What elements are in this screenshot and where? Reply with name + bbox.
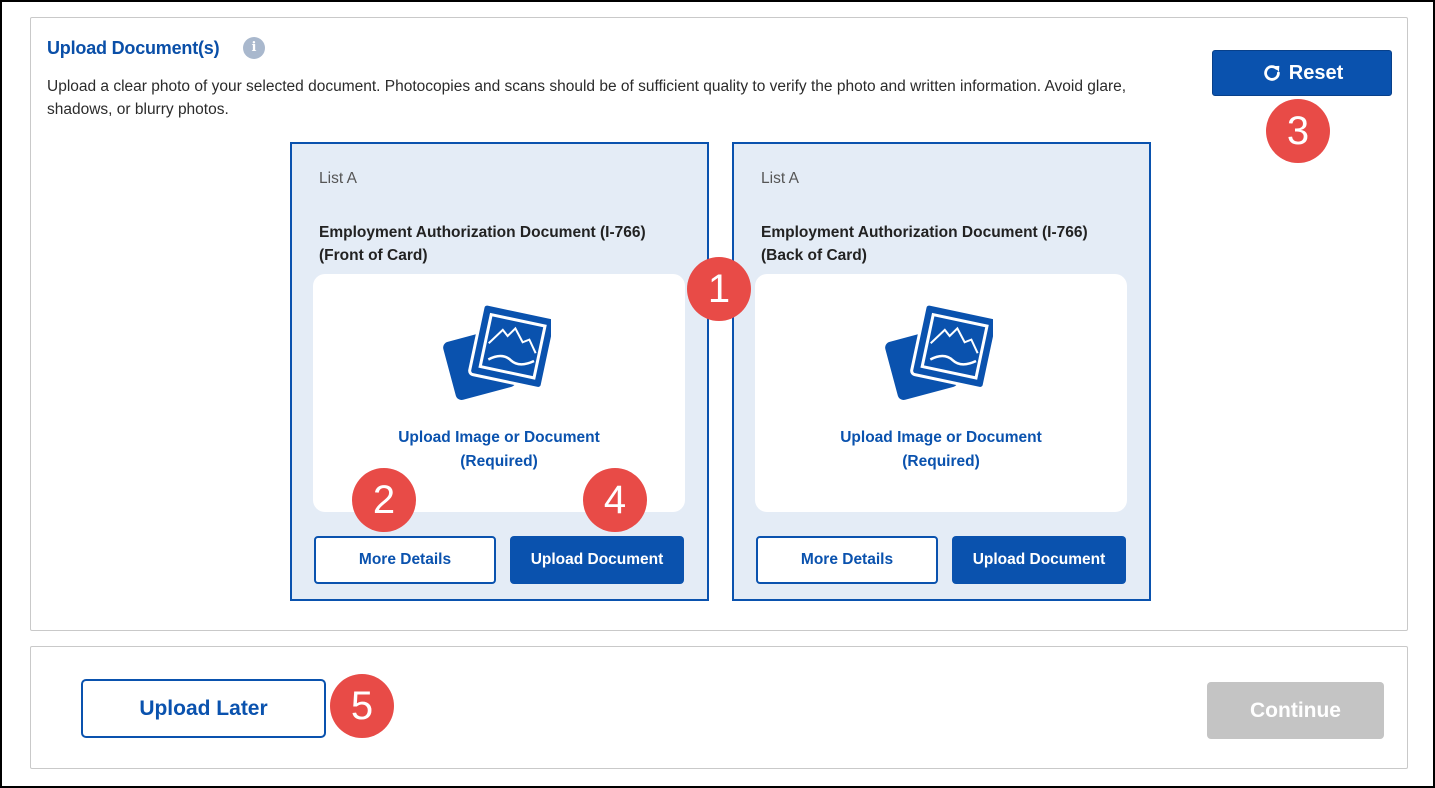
reset-button[interactable]: Reset	[1212, 50, 1392, 96]
drop-label-line2: (Required)	[902, 453, 980, 470]
photo-upload-icon	[885, 304, 993, 400]
annotation-marker-2: 2	[352, 468, 416, 532]
document-name: Employment Authorization Document (I-766…	[761, 224, 1088, 264]
upload-documents-panel: Upload Document(s) i Upload a clear phot…	[30, 17, 1408, 631]
drop-label-line2: (Required)	[460, 453, 538, 470]
reset-button-label: Reset	[1288, 61, 1344, 84]
continue-button[interactable]: Continue	[1207, 682, 1384, 739]
upload-drop-area[interactable]: Upload Image or Document (Required)	[755, 274, 1127, 512]
document-card-front: List A Employment Authorization Document…	[290, 142, 709, 601]
more-details-button[interactable]: More Details	[756, 536, 938, 584]
section-description: Upload a clear photo of your selected do…	[47, 78, 1127, 118]
drop-label-line1: Upload Image or Document	[398, 429, 600, 446]
refresh-icon	[1263, 65, 1280, 81]
drop-area-label: Upload Image or Document (Required)	[755, 426, 1127, 474]
info-icon[interactable]: i	[243, 37, 265, 59]
annotation-marker-4: 4	[583, 468, 647, 532]
document-name: Employment Authorization Document (I-766…	[319, 224, 646, 264]
photo-upload-icon	[443, 304, 551, 400]
upload-later-button[interactable]: Upload Later	[81, 679, 326, 738]
annotation-marker-5: 5	[330, 674, 394, 738]
list-label: List A	[319, 170, 357, 187]
footer-panel: Upload Later Continue	[30, 646, 1408, 769]
annotation-marker-1: 1	[687, 257, 751, 321]
annotation-marker-3: 3	[1266, 99, 1330, 163]
upload-document-button[interactable]: Upload Document	[510, 536, 684, 584]
drop-area-label: Upload Image or Document (Required)	[313, 426, 685, 474]
document-card-back: List A Employment Authorization Document…	[732, 142, 1151, 601]
section-title: Upload Document(s)	[47, 38, 220, 58]
drop-label-line1: Upload Image or Document	[840, 429, 1042, 446]
list-label: List A	[761, 170, 799, 187]
upload-document-button[interactable]: Upload Document	[952, 536, 1126, 584]
more-details-button[interactable]: More Details	[314, 536, 496, 584]
